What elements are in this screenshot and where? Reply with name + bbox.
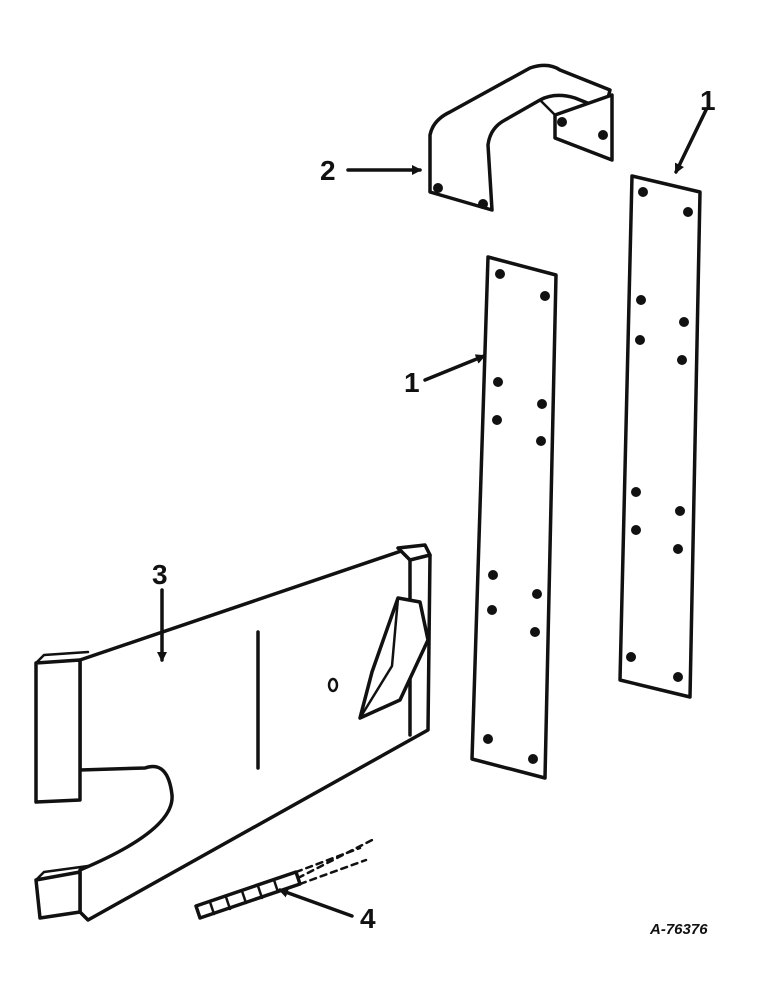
part-4-fastener-strip xyxy=(194,836,378,920)
part-3-forked-plate xyxy=(34,543,432,922)
leader-4 xyxy=(278,888,354,918)
callout-2: 2 xyxy=(320,155,336,186)
callout-3: 3 xyxy=(152,559,168,590)
callout-1-top: 1 xyxy=(700,85,716,116)
part-1-plate-middle xyxy=(470,255,558,780)
drawing-code: A-76376 xyxy=(649,921,708,938)
plate-right-holes xyxy=(626,187,693,682)
callout-1-middle: 1 xyxy=(404,367,420,398)
part-1-plate-right xyxy=(618,174,702,699)
part-2-strap xyxy=(428,63,614,212)
leader-1-middle xyxy=(423,354,486,382)
plate-middle-holes xyxy=(483,269,550,764)
leader-1-top xyxy=(674,108,708,174)
callout-4: 4 xyxy=(360,903,376,934)
